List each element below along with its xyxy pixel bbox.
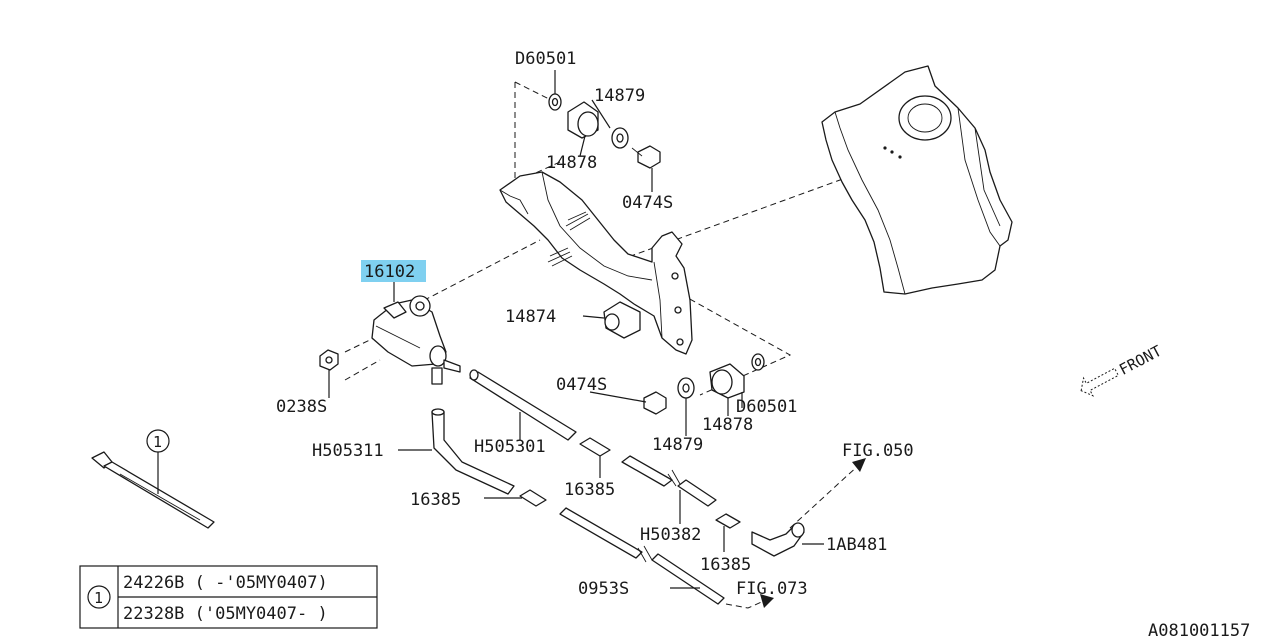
label-fig-073: FIG.073 (736, 579, 808, 599)
label-0474s-mid: 0474S (556, 375, 607, 395)
nut-0238s (319, 349, 339, 371)
legend-row-1: 24226B ( -'05MY0407) (123, 573, 328, 593)
label-14879-mid: 14879 (652, 435, 703, 455)
front-label: FRONT (1116, 342, 1164, 379)
leader-lines (157, 70, 824, 589)
label-1ab481: 1AB481 (826, 535, 887, 555)
top-bushing-stack (548, 93, 661, 169)
legend-table: 1 24226B ( -'05MY0407) 22328B ('05MY0407… (79, 565, 378, 629)
label-h505301: H505301 (474, 437, 546, 457)
label-16385-c: 16385 (700, 555, 751, 575)
label-14874: 14874 (505, 307, 556, 327)
label-d60501-top: D60501 (515, 49, 576, 69)
label-14878-top: 14878 (546, 153, 597, 173)
engine-cover (821, 65, 1013, 295)
label-0238s: 0238S (276, 397, 327, 417)
label-16385-a: 16385 (564, 480, 615, 500)
bracket-14874 (499, 171, 693, 355)
solenoid-valve-16102 (371, 295, 461, 385)
label-fig-050: FIG.050 (842, 441, 914, 461)
label-0953s: 0953S (578, 579, 629, 599)
cable-tie (91, 451, 215, 529)
solenoid-highlight (361, 260, 426, 282)
label-h505311: H505311 (312, 441, 384, 461)
callout-labels: 16102 D60501 14879 14878 0474S 14874 047… (146, 49, 914, 599)
front-indicator: FRONT (1080, 342, 1165, 397)
ref-circle (146, 429, 170, 453)
label-16102: 16102 (364, 262, 415, 282)
legend-symbol: 1 (94, 589, 103, 607)
label-d60501-mid: D60501 (736, 397, 797, 417)
lower-bushing-stack (643, 353, 765, 415)
label-0474s-top: 0474S (622, 193, 673, 213)
label-14879-top: 14879 (594, 86, 645, 106)
diagram-id: A081001157 (1148, 621, 1250, 640)
fig-050-arrow (789, 458, 866, 529)
ref-circle-label: 1 (153, 433, 162, 451)
label-16385-b: 16385 (410, 490, 461, 510)
hoses (431, 369, 805, 605)
legend-row-2: 22328B ('05MY0407- ) (123, 604, 328, 624)
label-h50382: H50382 (640, 525, 701, 545)
fig-073-arrow (725, 594, 774, 609)
label-14878-mid: 14878 (702, 415, 753, 435)
